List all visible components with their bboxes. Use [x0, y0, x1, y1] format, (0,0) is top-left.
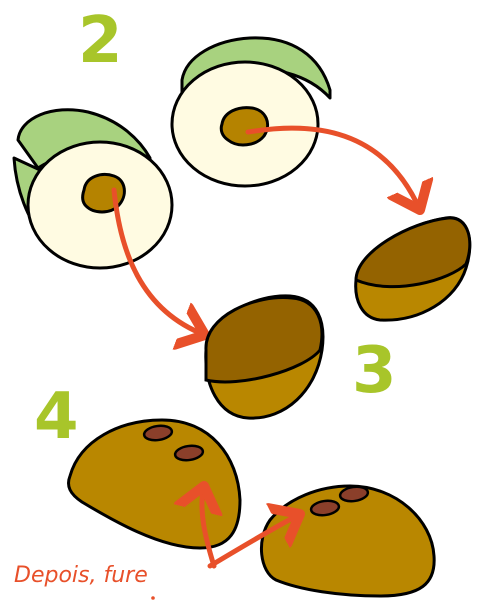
step-number-3: 3: [352, 334, 397, 408]
step-number-4: 4: [34, 380, 79, 454]
caption-text: Depois, fure: [14, 563, 148, 588]
seed-cup-left: [206, 296, 323, 418]
seed-shell-left: [69, 420, 241, 548]
seed-cup-right: [356, 218, 470, 320]
seed-shell-right: [261, 485, 434, 596]
step-number-2: 2: [78, 4, 123, 78]
caption-dot: [151, 596, 155, 600]
halved-fruit-right: [172, 38, 330, 186]
halved-fruit-left: [14, 110, 172, 268]
